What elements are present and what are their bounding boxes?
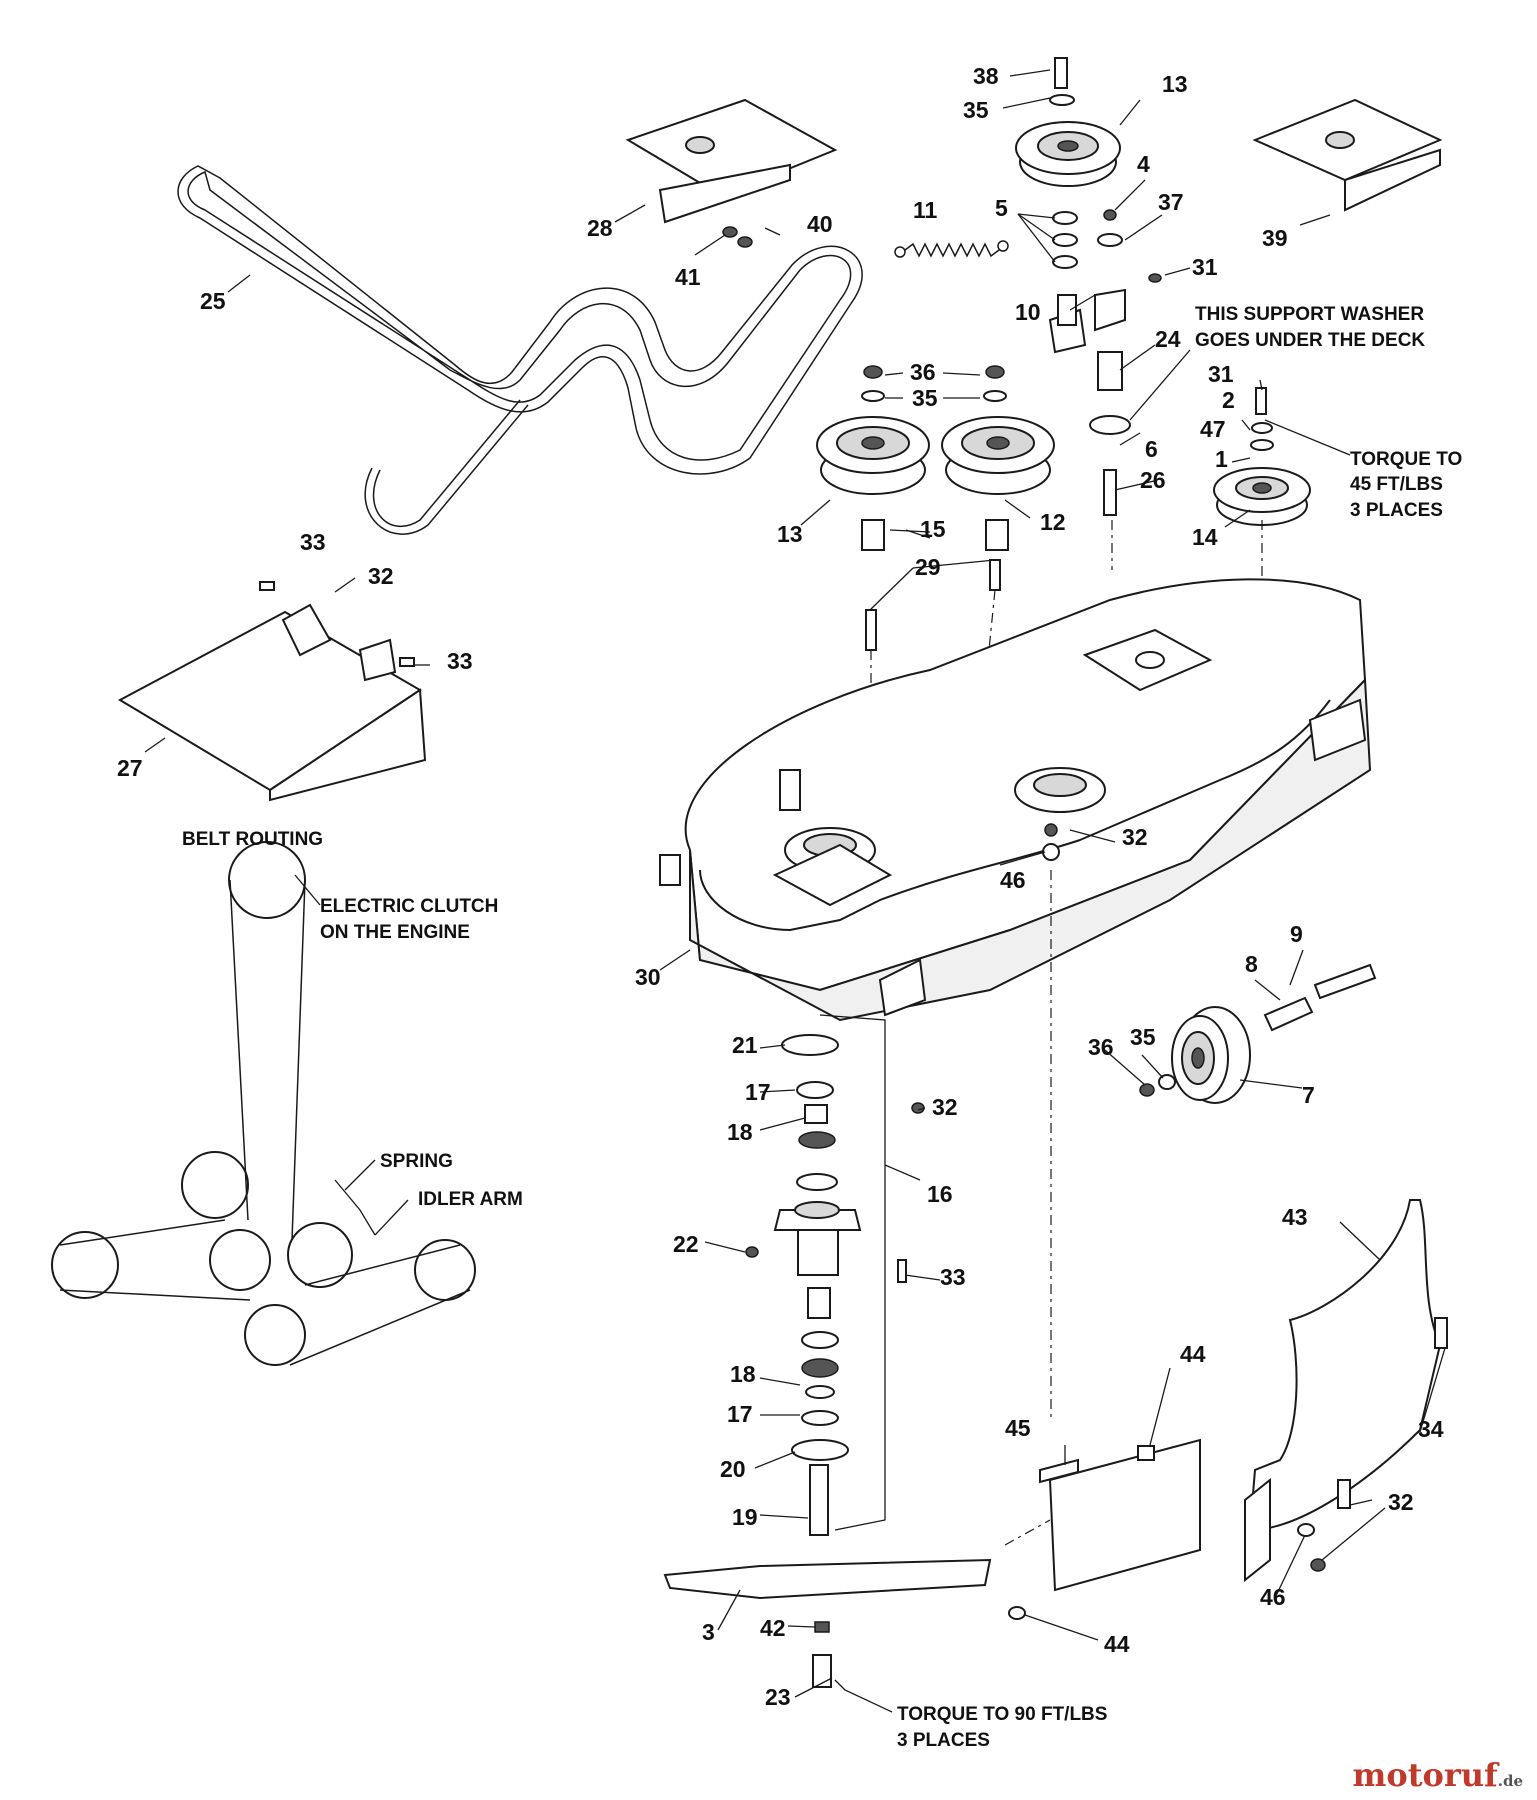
belt-25 — [177, 165, 863, 535]
callout-15: 15 — [920, 516, 946, 542]
callout-13: 13 — [777, 521, 803, 547]
callout-33: 33 — [940, 1264, 966, 1290]
note-electric-clutch: ELECTRIC CLUTCH — [320, 896, 498, 917]
note-support-washer: THIS SUPPORT WASHER — [1195, 304, 1424, 325]
callout-19: 19 — [732, 1504, 758, 1530]
mower-deck-30 — [659, 578, 1372, 1420]
callout-12: 12 — [1040, 509, 1066, 535]
watermark-logo: motoruf.de — [1353, 1756, 1523, 1794]
callout-30: 30 — [635, 964, 661, 990]
callout-27: 27 — [117, 755, 143, 781]
callout-5: 5 — [995, 195, 1008, 221]
callout-22: 22 — [673, 1231, 699, 1257]
label-spring: SPRING — [380, 1151, 453, 1172]
callout-36: 36 — [910, 359, 936, 385]
callout-39: 39 — [1262, 225, 1288, 251]
discharge-chute-43 — [1244, 1199, 1442, 1583]
callout-1: 1 — [1215, 446, 1228, 472]
watermark-suffix: .de — [1497, 1772, 1523, 1790]
spindle-assembly — [663, 1014, 992, 1688]
callout-33: 33 — [300, 529, 326, 555]
callout-8: 8 — [1245, 951, 1258, 977]
callout-24: 24 — [1155, 326, 1181, 352]
callout-18: 18 — [730, 1361, 756, 1387]
idler-pulley-13-top — [1015, 57, 1121, 187]
callout-17: 17 — [745, 1079, 771, 1105]
hardware — [722, 226, 1448, 1620]
note-torque-90: 3 PLACES — [897, 1730, 990, 1751]
callout-numbers: 38 35 13 4 37 5 11 28 40 41 25 39 31 10 … — [117, 63, 1444, 1710]
callout-44: 44 — [1180, 1341, 1206, 1367]
callout-14: 14 — [1192, 524, 1218, 550]
callout-45: 45 — [1005, 1415, 1031, 1441]
callout-40: 40 — [807, 211, 833, 237]
callout-35: 35 — [1130, 1024, 1156, 1050]
callout-33: 33 — [447, 648, 473, 674]
mounting-bracket-45 — [1004, 1438, 1201, 1592]
callout-11: 11 — [913, 197, 938, 223]
callout-20: 20 — [720, 1456, 746, 1482]
callout-32: 32 — [1388, 1489, 1414, 1515]
drive-pulley-14 — [1213, 387, 1311, 580]
callout-32: 32 — [932, 1094, 958, 1120]
callout-16: 16 — [927, 1181, 953, 1207]
callout-37: 37 — [1158, 189, 1184, 215]
note-torque-45: TORQUE TO — [1350, 449, 1462, 470]
note-torque-90: TORQUE TO 90 FT/LBS — [897, 1704, 1107, 1725]
callout-7: 7 — [1302, 1082, 1315, 1108]
callout-4: 4 — [1137, 151, 1150, 177]
watermark-brand: motoruf — [1352, 1756, 1498, 1794]
callout-10: 10 — [1015, 299, 1041, 325]
callout-23: 23 — [765, 1684, 791, 1710]
washers-5 — [1052, 209, 1123, 269]
callout-44: 44 — [1104, 1631, 1130, 1657]
note-torque-45: 45 FT/LBS — [1350, 474, 1443, 495]
callout-36: 36 — [1088, 1034, 1114, 1060]
callout-31: 31 — [1208, 361, 1234, 387]
note-torque-45: 3 PLACES — [1350, 500, 1443, 521]
note-support-washer: GOES UNDER THE DECK — [1195, 330, 1425, 351]
callout-26: 26 — [1140, 467, 1166, 493]
callout-35: 35 — [963, 97, 989, 123]
callout-32: 32 — [368, 563, 394, 589]
callout-43: 43 — [1282, 1204, 1308, 1230]
callout-46: 46 — [1260, 1584, 1286, 1610]
callout-41: 41 — [675, 264, 701, 290]
spring-11 — [894, 240, 1009, 258]
notes: THIS SUPPORT WASHER GOES UNDER THE DECK … — [182, 304, 1462, 1751]
cover-plate-28 — [625, 98, 838, 224]
callout-28: 28 — [587, 215, 613, 241]
callout-34: 34 — [1418, 1416, 1444, 1442]
callout-17: 17 — [727, 1401, 753, 1427]
cover-plate-39 — [1252, 98, 1443, 212]
callout-35: 35 — [912, 385, 938, 411]
callout-46: 46 — [1000, 867, 1026, 893]
callout-13: 13 — [1162, 71, 1188, 97]
callout-32: 32 — [1122, 824, 1148, 850]
belt-shield-27 — [117, 581, 427, 802]
callout-3: 3 — [702, 1619, 715, 1645]
gauge-wheel-7 — [1139, 963, 1377, 1104]
callout-18: 18 — [727, 1119, 753, 1145]
belt-routing-title: BELT ROUTING — [182, 829, 323, 850]
callout-38: 38 — [973, 63, 999, 89]
callout-9: 9 — [1290, 921, 1303, 947]
callout-47: 47 — [1200, 416, 1226, 442]
label-idler-arm: IDLER ARM — [418, 1189, 523, 1210]
note-electric-clutch: ON THE ENGINE — [320, 922, 470, 943]
callout-42: 42 — [760, 1615, 786, 1641]
callout-21: 21 — [732, 1032, 758, 1058]
callout-25: 25 — [200, 288, 226, 314]
idler-pulley-13 — [816, 365, 930, 780]
callout-6: 6 — [1145, 436, 1158, 462]
callout-31: 31 — [1192, 254, 1218, 280]
belt-routing-diagram — [51, 841, 476, 1366]
callout-2: 2 — [1222, 387, 1235, 413]
idler-arm-10-24 — [1048, 288, 1131, 570]
callout-29: 29 — [915, 554, 941, 580]
leader-lines — [144, 69, 1446, 1713]
